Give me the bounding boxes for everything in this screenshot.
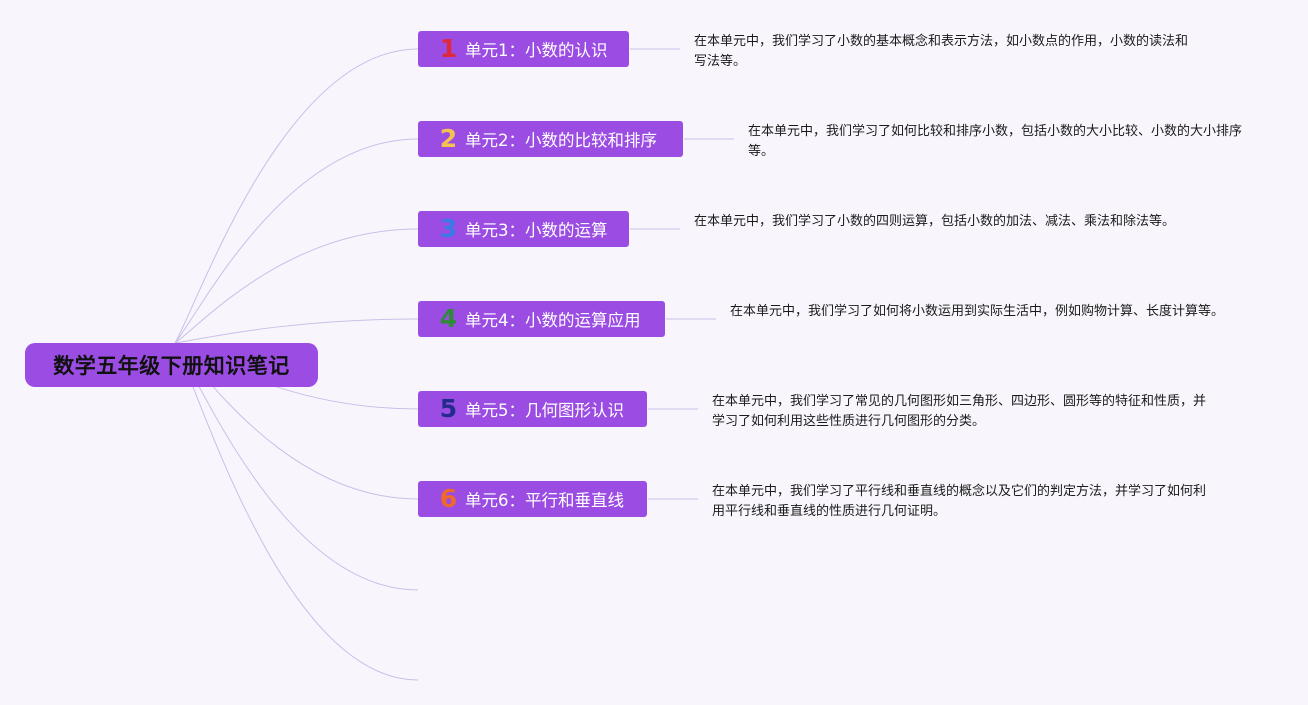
topic-unit-4[interactable]: 4 单元4：小数的运算应用 bbox=[418, 301, 665, 337]
branch-connector bbox=[174, 138, 419, 344]
number-2-icon: 2 bbox=[439, 124, 458, 153]
topic-unit-1[interactable]: 1 单元1：小数的认识 bbox=[418, 31, 629, 67]
root-topic[interactable]: 数学五年级下册知识笔记 bbox=[25, 343, 318, 387]
topic-unit-3[interactable]: 3 单元3：小数的运算 bbox=[418, 211, 629, 247]
branch-connector bbox=[174, 48, 419, 344]
topic-label: 单元6：平行和垂直线 bbox=[465, 491, 624, 510]
topic-label: 单元1：小数的认识 bbox=[465, 41, 608, 60]
number-3-icon: 3 bbox=[439, 214, 458, 243]
number-4-icon: 4 bbox=[439, 304, 458, 333]
branch-connector bbox=[174, 342, 419, 681]
topic-note: 在本单元中，我们学习了如何比较和排序小数，包括小数的大小比较、小数的大小排序等。 bbox=[748, 124, 1243, 159]
topic-label: 单元3：小数的运算 bbox=[465, 221, 608, 240]
branch-connector bbox=[174, 228, 419, 344]
topic-unit-5[interactable]: 5 单元5：几何图形认识 bbox=[418, 391, 647, 427]
topic-note: 在本单元中，我们学习了小数的四则运算，包括小数的加法、减法、乘法和除法等。 bbox=[694, 214, 1176, 229]
topic-note: 在本单元中，我们学习了如何将小数运用到实际生活中，例如购物计算、长度计算等。 bbox=[730, 304, 1225, 319]
root-topic-label: 数学五年级下册知识笔记 bbox=[53, 354, 290, 378]
number-1-icon: 1 bbox=[439, 34, 458, 63]
topic-unit-2[interactable]: 2 单元2：小数的比较和排序 bbox=[418, 121, 683, 157]
topic-note: 在本单元中，我们学习了常见的几何图形如三角形、四边形、圆形等的特征和性质，并学习… bbox=[712, 394, 1207, 429]
topic-note: 在本单元中，我们学习了小数的基本概念和表示方法，如小数点的作用，小数的读法和写法… bbox=[694, 34, 1189, 69]
number-5-icon: 5 bbox=[439, 394, 458, 423]
topic-note: 在本单元中，我们学习了平行线和垂直线的概念以及它们的判定方法，并学习了如何利用平… bbox=[712, 484, 1207, 519]
topic-label: 单元4：小数的运算应用 bbox=[465, 311, 641, 330]
number-6-icon: 6 bbox=[439, 484, 458, 513]
topic-label: 单元5：几何图形认识 bbox=[465, 401, 624, 420]
topic-unit-6[interactable]: 6 单元6：平行和垂直线 bbox=[418, 481, 647, 517]
branch-connector bbox=[174, 318, 419, 344]
topic-label: 单元2：小数的比较和排序 bbox=[465, 131, 657, 150]
